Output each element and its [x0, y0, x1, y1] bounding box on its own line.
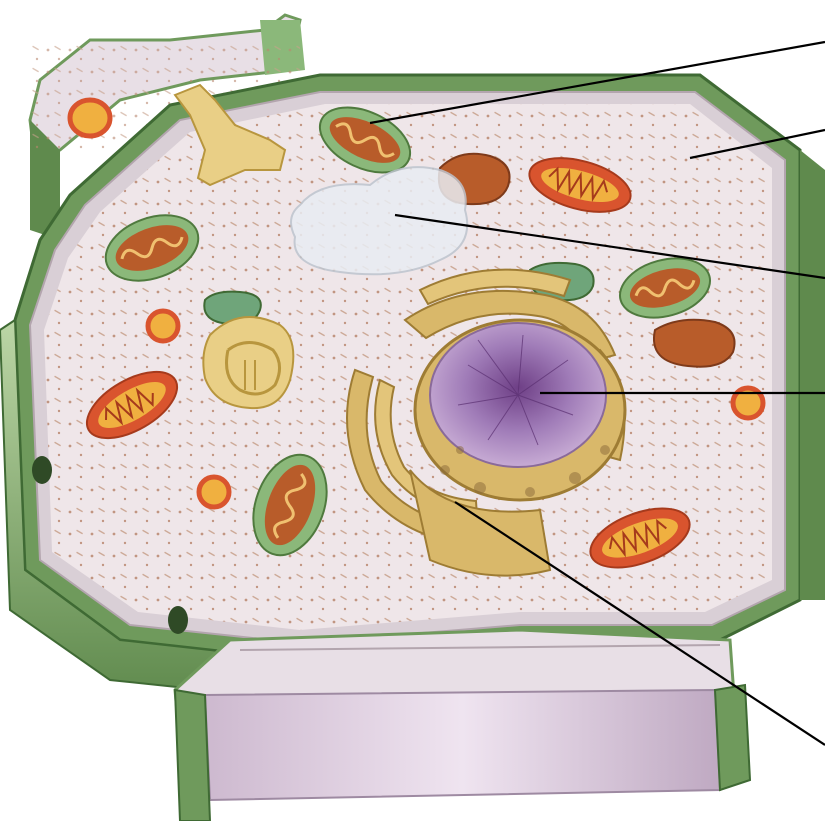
plasmodesma-pore: [168, 606, 188, 634]
nucleus: [415, 320, 625, 500]
plasmodesma-pore: [32, 456, 52, 484]
centrosome: [203, 317, 293, 408]
peroxisome: [654, 320, 735, 367]
cell-wall-fragment-front: [175, 630, 750, 821]
